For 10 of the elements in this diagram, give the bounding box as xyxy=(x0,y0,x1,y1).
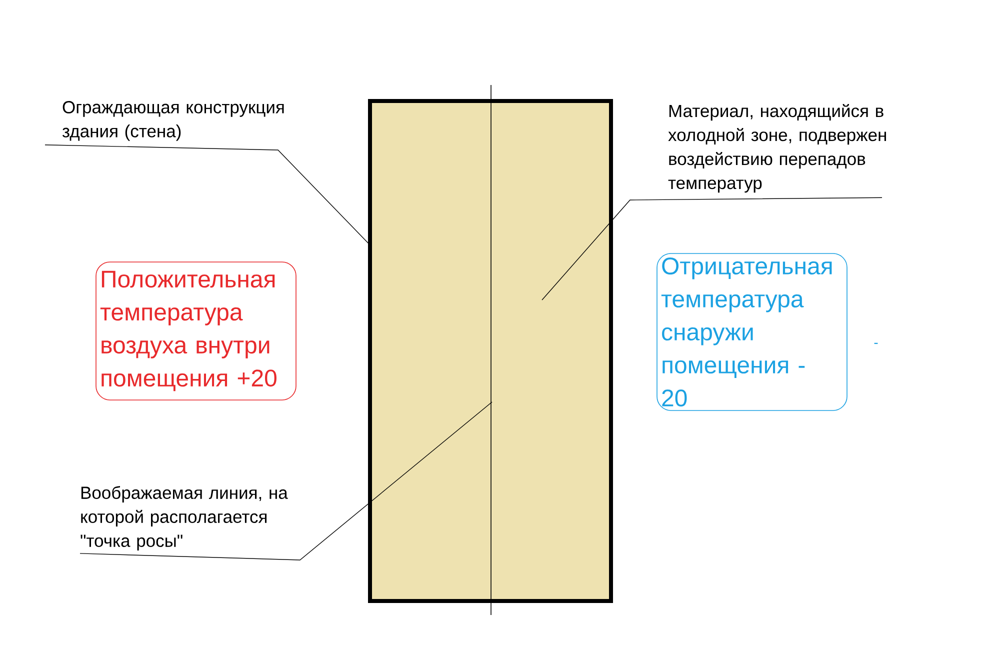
annotation-text: Материал, находящийся в холодной зоне, подвержен воздействию перепадов температур xyxy=(668,104,886,193)
annotation-text: Ограждающая конструкция здания (стена) xyxy=(62,101,284,141)
leader-line xyxy=(80,402,492,560)
annotation-text: Воображаемая линия, на которой располагается "точка росы" xyxy=(80,486,288,550)
temperature-box: Отрицательная температура снаружи помещения -20 xyxy=(656,253,848,411)
wall-rectangle xyxy=(368,99,613,603)
leader-line xyxy=(542,197,882,300)
dash-mark: - xyxy=(874,342,878,344)
leader-line xyxy=(44,144,370,246)
temperature-box: Положительная температура воздуха внутри помещения +20 xyxy=(96,262,296,400)
